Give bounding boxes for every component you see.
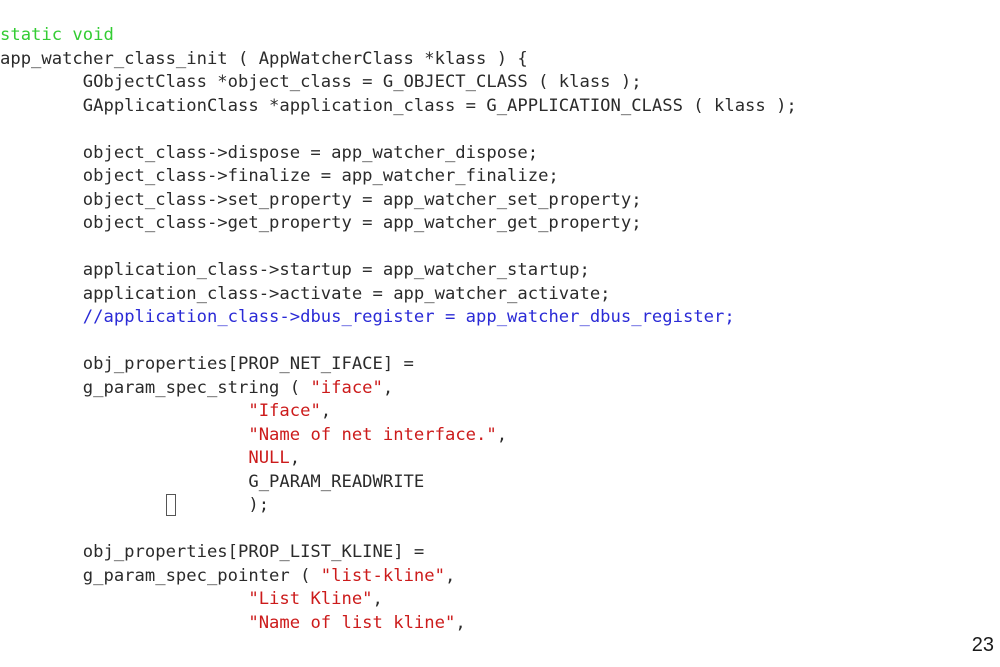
- code-token-plain: );: [0, 495, 270, 515]
- code-token-plain: [0, 613, 248, 633]
- code-token-string: "list-kline": [320, 565, 445, 586]
- code-token-plain: g_param_spec_string (: [0, 377, 311, 398]
- code-token-string: "Name of list kline": [248, 612, 456, 633]
- code-token-keyword: static void: [0, 25, 114, 45]
- code-line: object_class->finalize = app_watcher_fin…: [0, 165, 797, 189]
- code-line: GObjectClass *object_class = G_OBJECT_CL…: [0, 71, 797, 95]
- code-token-plain: GObjectClass *object_class = G_OBJECT_CL…: [0, 72, 642, 92]
- code-line: static void: [0, 24, 797, 48]
- code-token-plain: ,: [444, 565, 456, 586]
- code-line: g_param_spec_string ( "iface",: [0, 377, 797, 401]
- code-line: [0, 330, 797, 354]
- code-line: object_class->dispose = app_watcher_disp…: [0, 142, 797, 166]
- code-token-plain: obj_properties[PROP_LIST_KLINE] =: [0, 542, 425, 562]
- code-line: object_class->set_property = app_watcher…: [0, 189, 797, 213]
- code-token-plain: g_param_spec_pointer (: [0, 565, 321, 586]
- code-line: object_class->get_property = app_watcher…: [0, 212, 797, 236]
- code-line: "List Kline",: [0, 588, 797, 612]
- code-token-plain: application_class->activate = app_watche…: [0, 283, 611, 304]
- code-line: "Name of list kline",: [0, 612, 797, 636]
- code-token-plain: [0, 448, 248, 468]
- code-token-plain: object_class->set_property = app_watcher…: [0, 189, 642, 210]
- code-line: application_class->startup = app_watcher…: [0, 259, 797, 283]
- code-token-plain: ,: [455, 612, 466, 633]
- code-line: NULL,: [0, 447, 797, 471]
- text-cursor-box: [166, 494, 176, 516]
- code-token-plain: ,: [496, 424, 508, 445]
- code-line: [0, 236, 797, 260]
- code-line: g_param_spec_pointer ( "list-kline",: [0, 565, 797, 589]
- code-line: [0, 118, 797, 142]
- code-token-plain: ,: [382, 377, 394, 398]
- code-line: //application_class->dbus_register = app…: [0, 306, 797, 330]
- code-token-plain: object_class->dispose = app_watcher_disp…: [0, 142, 539, 163]
- code-line: obj_properties[PROP_LIST_KLINE] =: [0, 541, 797, 565]
- code-token-plain: G_PARAM_READWRITE: [0, 471, 425, 492]
- code-line: [0, 518, 797, 542]
- slide-number: 23: [971, 634, 994, 656]
- code-block: static void app_watcher_class_init ( AppW…: [0, 24, 797, 635]
- code-token-plain: application_class->startup = app_watcher…: [0, 260, 590, 280]
- code-token-string: NULL: [248, 448, 290, 468]
- code-line: );: [0, 494, 797, 518]
- code-token-plain: GApplicationClass *application_class = G…: [0, 95, 797, 116]
- code-token-plain: [0, 425, 248, 445]
- code-token-plain: [0, 307, 83, 327]
- code-token-plain: ,: [372, 589, 383, 609]
- code-line: app_watcher_class_init ( AppWatcherClass…: [0, 48, 797, 72]
- code-line: "Iface",: [0, 400, 797, 424]
- code-token-plain: [0, 589, 248, 609]
- code-line: GApplicationClass *application_class = G…: [0, 95, 797, 119]
- code-token-string: "List Kline": [248, 589, 373, 609]
- code-token-comment: //application_class->dbus_register = app…: [82, 307, 735, 327]
- code-line: G_PARAM_READWRITE: [0, 471, 797, 495]
- code-token-plain: ,: [320, 401, 332, 421]
- code-line: "Name of net interface.",: [0, 424, 797, 448]
- code-token-string: "Iface": [248, 401, 321, 421]
- code-token-plain: [0, 401, 248, 421]
- code-token-plain: ,: [289, 448, 301, 468]
- code-token-plain: object_class->finalize = app_watcher_fin…: [0, 166, 559, 186]
- code-line: obj_properties[PROP_NET_IFACE] =: [0, 353, 797, 377]
- code-token-plain: obj_properties[PROP_NET_IFACE] =: [0, 354, 414, 374]
- code-token-plain: object_class->get_property = app_watcher…: [0, 213, 642, 233]
- code-line: application_class->activate = app_watche…: [0, 283, 797, 307]
- code-token-plain: app_watcher_class_init ( AppWatcherClass…: [0, 48, 528, 69]
- code-token-string: "iface": [310, 377, 383, 398]
- code-token-string: "Name of net interface.": [248, 424, 497, 445]
